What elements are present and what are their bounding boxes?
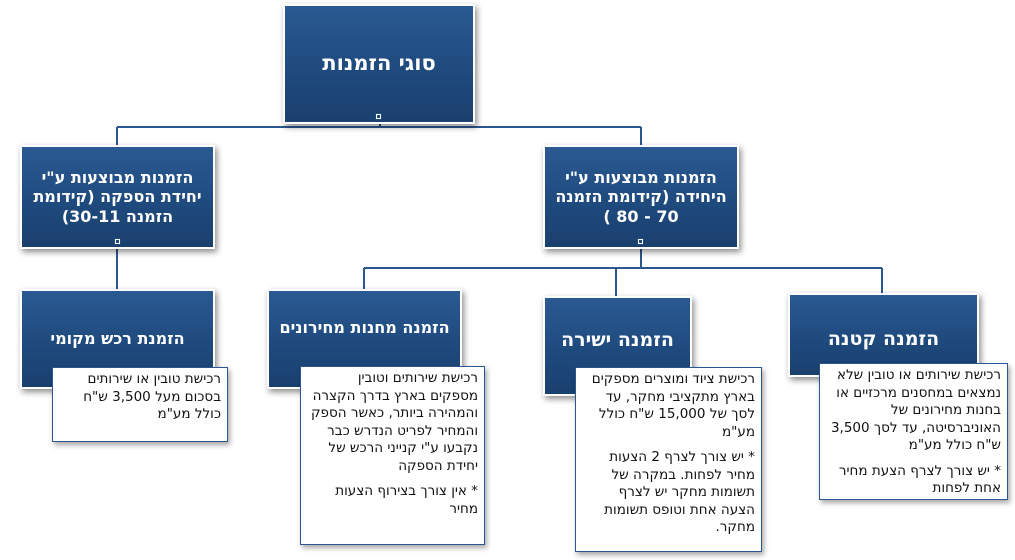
by-unit-label: הזמנות מבוצעות ע"י היחידה (קידומת הזמנה … [555, 167, 727, 226]
small-order-note-text: רכישת שירותים או טובין שלא נמצאים במחסני… [830, 367, 1001, 454]
connector-handle [375, 113, 382, 120]
connector-handle [637, 238, 644, 245]
small-order-note-remark: * יש צורך לצרף הצעת מחיר אחת לפחות [838, 462, 1001, 497]
local-purchase-order-label: הזמנת רכש מקומי [50, 329, 185, 348]
root-title: סוגי הזמנות [322, 51, 436, 76]
connector-root-to-level1 [116, 123, 642, 146]
connector-unit-to-level2 [363, 248, 883, 297]
direct-order-note-text: רכישת ציוד ומוצרים מספקים בארץ מתקציבי מ… [591, 371, 755, 440]
price-store-order-note-text: רכישת שירותים וטובין מספקים בארץ בדרך הק… [310, 370, 478, 474]
by-unit-box: הזמנות מבוצעות ע"י היחידה (קידומת הזמנה … [543, 145, 739, 249]
direct-order-note: רכישת ציוד ומוצרים מספקים בארץ מתקציבי מ… [575, 367, 762, 552]
small-order-note: רכישת שירותים או טובין שלא נמצאים במחסני… [819, 363, 1008, 500]
root-box: סוגי הזמנות [283, 4, 475, 124]
connector-handle [113, 238, 121, 245]
direct-order-note-remark: * יש צורך לצרף 2 הצעות מחיר לפחות. במקרה… [604, 449, 755, 536]
small-order-label: הזמנה קטנה [827, 328, 940, 350]
by-supply-unit-label: הזמנות מבוצעות ע"י יחידת הספקה (קידומת ה… [33, 167, 202, 226]
price-store-order-note: רכישת שירותים וטובין מספקים בארץ בדרך הק… [300, 366, 485, 545]
direct-order-label: הזמנה ישירה [561, 329, 674, 351]
price-store-order-note-remark: * אין צורך בצירוף הצעות מחיר [335, 483, 478, 517]
local-purchase-order-note-text: רכישת טובין או שירותים בסכום מעל 3,500 ש… [83, 371, 221, 423]
price-store-order-label: הזמנה מחנות מחירונים [279, 318, 450, 337]
local-purchase-order-note: רכישת טובין או שירותים בסכום מעל 3,500 ש… [52, 367, 228, 442]
by-supply-unit-box: הזמנות מבוצעות ע"י יחידת הספקה (קידומת ה… [20, 145, 215, 249]
